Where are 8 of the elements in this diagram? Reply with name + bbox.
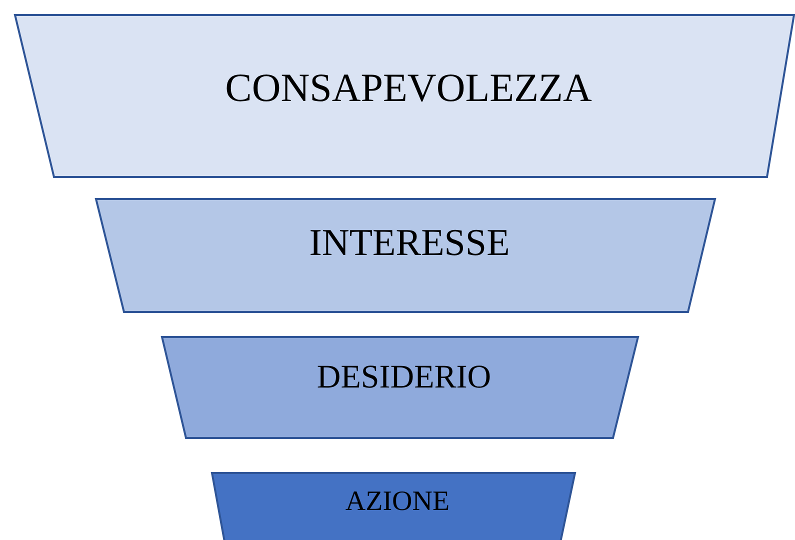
stage-label: INTERESSE (309, 224, 510, 262)
stage-label: AZIONE (345, 488, 450, 516)
funnel-stage (95, 198, 716, 313)
funnel-stage (211, 472, 576, 540)
funnel-stage (161, 336, 639, 439)
funnel-stage (14, 14, 795, 178)
stage-label: DESIDERIO (316, 362, 492, 394)
stage-label: CONSAPEVOLEZZA (225, 68, 592, 108)
